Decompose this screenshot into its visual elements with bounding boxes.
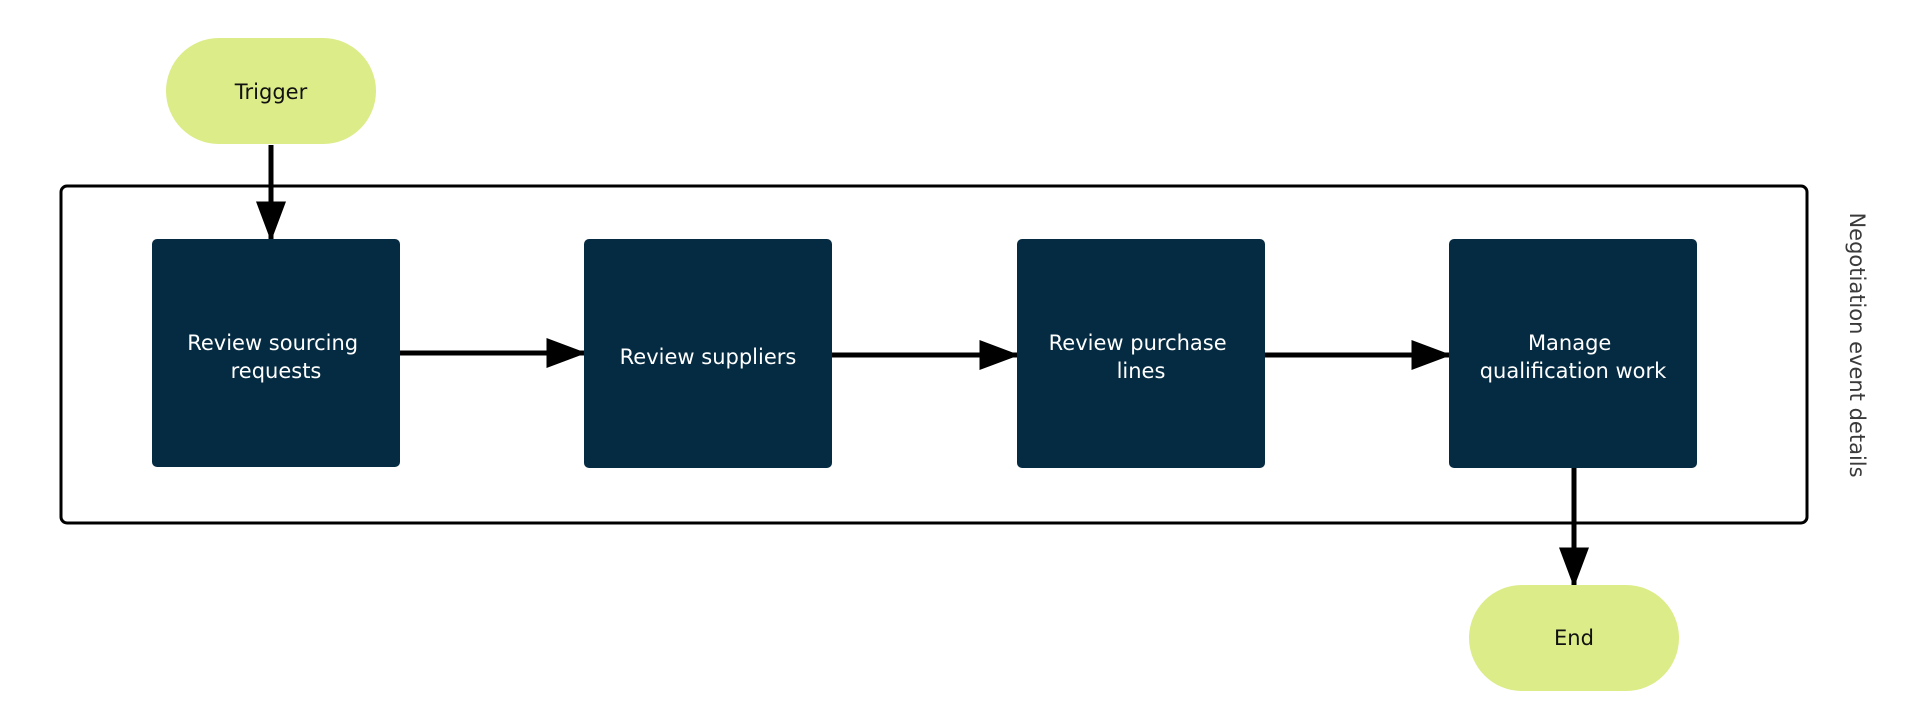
end-terminal[interactable]: End (1469, 585, 1679, 691)
process-step-label-line: Review suppliers (620, 345, 797, 369)
start-terminal-shape (166, 38, 376, 144)
process-step-label-line: lines (1117, 359, 1166, 383)
process-step-label-line: qualification work (1480, 359, 1667, 383)
process-step-box (1017, 239, 1265, 468)
process-step-label: Manage qualification work (1480, 331, 1667, 383)
process-step-review-purchase-lines[interactable]: Review purchase lines (1017, 239, 1265, 468)
process-step-box (1449, 239, 1697, 468)
process-step-review-sourcing-requests[interactable]: Review sourcing requests (152, 239, 400, 467)
start-terminal-label: Trigger (234, 80, 308, 104)
process-step-label-line: requests (231, 359, 322, 383)
process-step-review-suppliers[interactable]: Review suppliers (584, 239, 832, 468)
process-step-label: Review suppliers (620, 345, 797, 369)
process-step-label: Review sourcing requests (187, 331, 365, 383)
process-step-label-line: Manage (1528, 331, 1611, 355)
swimlane-container (59, 184, 1809, 525)
end-terminal-shape (1469, 585, 1679, 691)
process-step-box (584, 239, 832, 468)
process-step-label-line: Review purchase (1049, 331, 1227, 355)
process-step-box (152, 239, 400, 467)
swimlane-label: Negotiation event details (1845, 212, 1869, 477)
end-terminal-label: End (1554, 626, 1594, 650)
process-step-label: Review purchase lines (1049, 331, 1234, 383)
process-step-label-line: Review sourcing (187, 331, 358, 355)
start-terminal[interactable]: Trigger (166, 38, 376, 144)
process-step-manage-qualification-work[interactable]: Manage qualification work (1449, 239, 1697, 468)
